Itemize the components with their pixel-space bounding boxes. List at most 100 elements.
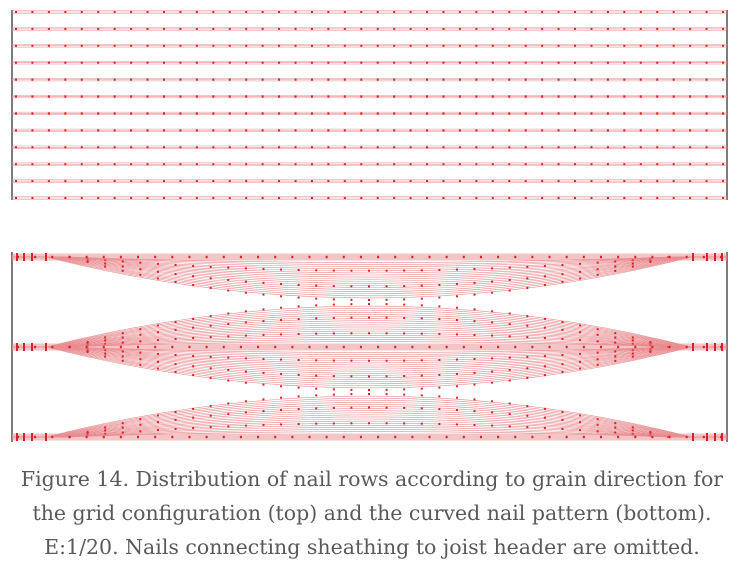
nail — [262, 358, 265, 361]
nail — [491, 370, 494, 373]
nail-curve — [12, 256, 727, 270]
nail — [442, 95, 445, 98]
nail — [623, 78, 626, 81]
nail — [565, 435, 568, 439]
nail — [475, 44, 478, 47]
nail — [174, 418, 177, 421]
nail — [656, 11, 659, 13]
nail — [174, 428, 177, 431]
nail — [104, 265, 107, 268]
nail — [244, 334, 247, 337]
nail — [257, 255, 260, 259]
nail — [445, 345, 448, 349]
nail — [614, 332, 617, 335]
nail — [80, 129, 83, 132]
nail — [294, 11, 297, 13]
nail — [104, 262, 107, 265]
nail — [590, 163, 593, 166]
nail — [651, 435, 654, 439]
nail — [473, 308, 476, 311]
nail — [462, 345, 465, 349]
nail — [332, 406, 335, 409]
nail — [508, 146, 511, 149]
nail — [428, 435, 431, 439]
nail — [156, 360, 159, 363]
nail — [228, 129, 231, 132]
nail — [209, 277, 212, 280]
nail — [245, 112, 248, 115]
nail — [590, 44, 593, 47]
nail — [327, 11, 330, 13]
nail-curve — [12, 346, 727, 380]
nail — [458, 95, 461, 98]
nail — [672, 146, 675, 149]
nail — [297, 423, 300, 426]
nail — [438, 408, 441, 411]
nail — [343, 163, 346, 166]
nail — [639, 163, 642, 166]
nail — [257, 345, 260, 349]
nail — [393, 197, 396, 199]
nail — [458, 61, 461, 64]
nail — [455, 333, 458, 336]
nail — [261, 197, 264, 199]
nail — [403, 422, 406, 425]
nail-curve — [12, 334, 727, 348]
nail — [192, 427, 195, 430]
nail — [491, 27, 494, 30]
nail — [393, 129, 396, 132]
nail — [455, 423, 458, 426]
nail — [86, 350, 89, 353]
nail — [80, 197, 83, 199]
nail — [617, 255, 620, 259]
nail — [359, 345, 362, 349]
nail — [332, 388, 335, 391]
nail — [315, 284, 318, 287]
nail-curve — [12, 346, 727, 357]
nail-curve — [12, 326, 727, 348]
nail — [64, 197, 67, 199]
nail — [47, 61, 50, 64]
nail — [442, 61, 445, 64]
nail — [146, 180, 149, 183]
nail — [561, 428, 564, 431]
nail — [97, 146, 100, 149]
nail — [359, 255, 362, 259]
nail — [508, 312, 511, 315]
nail — [420, 284, 423, 287]
nail — [86, 344, 89, 347]
nail — [360, 112, 363, 115]
nail — [47, 27, 50, 30]
nail — [146, 78, 149, 81]
nail — [350, 285, 353, 288]
nail — [113, 61, 116, 64]
nail — [212, 27, 215, 30]
nail — [332, 359, 335, 362]
nail — [294, 180, 297, 183]
nail — [561, 328, 564, 331]
nail — [508, 402, 511, 405]
nail — [524, 146, 527, 149]
end-nail — [706, 343, 708, 351]
nail — [244, 424, 247, 427]
nail — [411, 255, 414, 259]
nail — [689, 95, 692, 98]
nail — [222, 435, 225, 439]
nail — [445, 255, 448, 259]
nail — [438, 386, 441, 389]
nail — [156, 331, 159, 334]
nail — [179, 78, 182, 81]
nail — [409, 11, 412, 13]
nail — [85, 255, 88, 259]
nail — [614, 336, 617, 339]
nail — [368, 393, 370, 395]
nail — [543, 416, 546, 419]
nail — [606, 27, 609, 30]
nail — [479, 435, 482, 439]
nail — [156, 262, 159, 265]
nail — [297, 395, 300, 398]
nail — [278, 78, 281, 81]
nail — [209, 405, 212, 408]
nail — [420, 297, 423, 300]
nail — [385, 375, 388, 378]
